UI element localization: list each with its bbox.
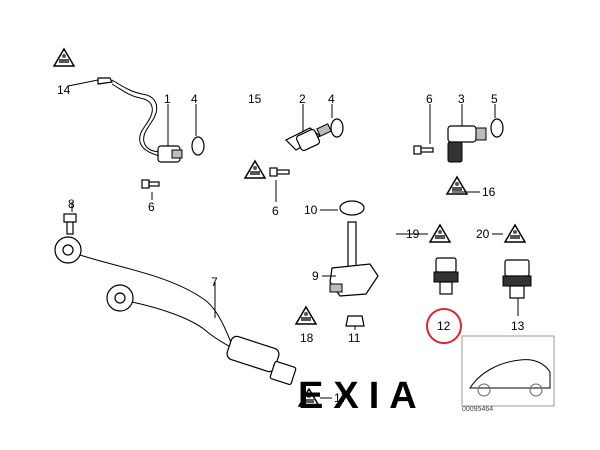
warning-symbol-19	[429, 224, 451, 243]
callout-13: 13	[511, 319, 525, 333]
part-6-bolt-c[interactable]	[413, 145, 434, 155]
part-5-seal-ring[interactable]	[490, 118, 504, 138]
callout-6c: 6	[426, 92, 433, 106]
callout-19: 19	[406, 227, 420, 241]
part-13-pressure-switch[interactable]	[502, 259, 532, 299]
callout-10: 10	[304, 203, 318, 217]
part-1-sensor-with-cable[interactable]	[97, 77, 183, 163]
part-6-bolt-a[interactable]	[141, 179, 160, 189]
warning-symbol-18	[295, 306, 317, 325]
part-6-bolt-b[interactable]	[269, 167, 290, 177]
callout-7: 7	[211, 275, 218, 289]
callout-18: 18	[300, 331, 314, 345]
warning-symbol-16	[446, 176, 468, 195]
callout-17: 17	[334, 391, 348, 405]
diagram-code: 00095464	[462, 406, 493, 413]
callout-3: 3	[458, 92, 465, 106]
callout-6a: 6	[148, 200, 155, 214]
callout-16: 16	[482, 185, 496, 199]
part-12-pressure-switch[interactable]	[433, 257, 459, 295]
callout-6b: 6	[272, 204, 279, 218]
watermark: EXIA	[298, 375, 427, 417]
part-4-seal-ring[interactable]	[191, 136, 205, 156]
part-7-knock-sensor-harness[interactable]	[54, 236, 297, 386]
callout-15: 15	[248, 92, 262, 106]
callout-1: 1	[164, 92, 171, 106]
highlight-circle-12	[426, 308, 462, 344]
warning-symbol-15	[244, 160, 266, 179]
warning-symbol-14	[53, 48, 75, 67]
part-9-oil-level-sensor[interactable]	[329, 221, 379, 297]
callout-4b: 4	[328, 92, 335, 106]
callout-2: 2	[299, 92, 306, 106]
callout-5: 5	[491, 92, 498, 106]
part-8-bolt[interactable]	[63, 213, 77, 235]
callout-8: 8	[68, 197, 75, 211]
car-thumbnail	[461, 335, 555, 407]
callout-20: 20	[476, 227, 490, 241]
leader-lines	[67, 79, 519, 399]
callout-12: 12	[437, 319, 451, 333]
part-2-camshaft-sensor[interactable]	[284, 123, 332, 152]
callout-11: 11	[348, 331, 361, 345]
part-4b-seal-ring[interactable]	[330, 118, 344, 138]
part-11-nut[interactable]	[345, 315, 365, 327]
part-3-sensor[interactable]	[447, 125, 487, 163]
callout-14: 14	[57, 83, 71, 97]
part-10-seal-ring[interactable]	[339, 200, 365, 216]
callout-4: 4	[191, 92, 198, 106]
warning-symbol-20	[504, 224, 526, 243]
callout-9: 9	[312, 269, 319, 283]
